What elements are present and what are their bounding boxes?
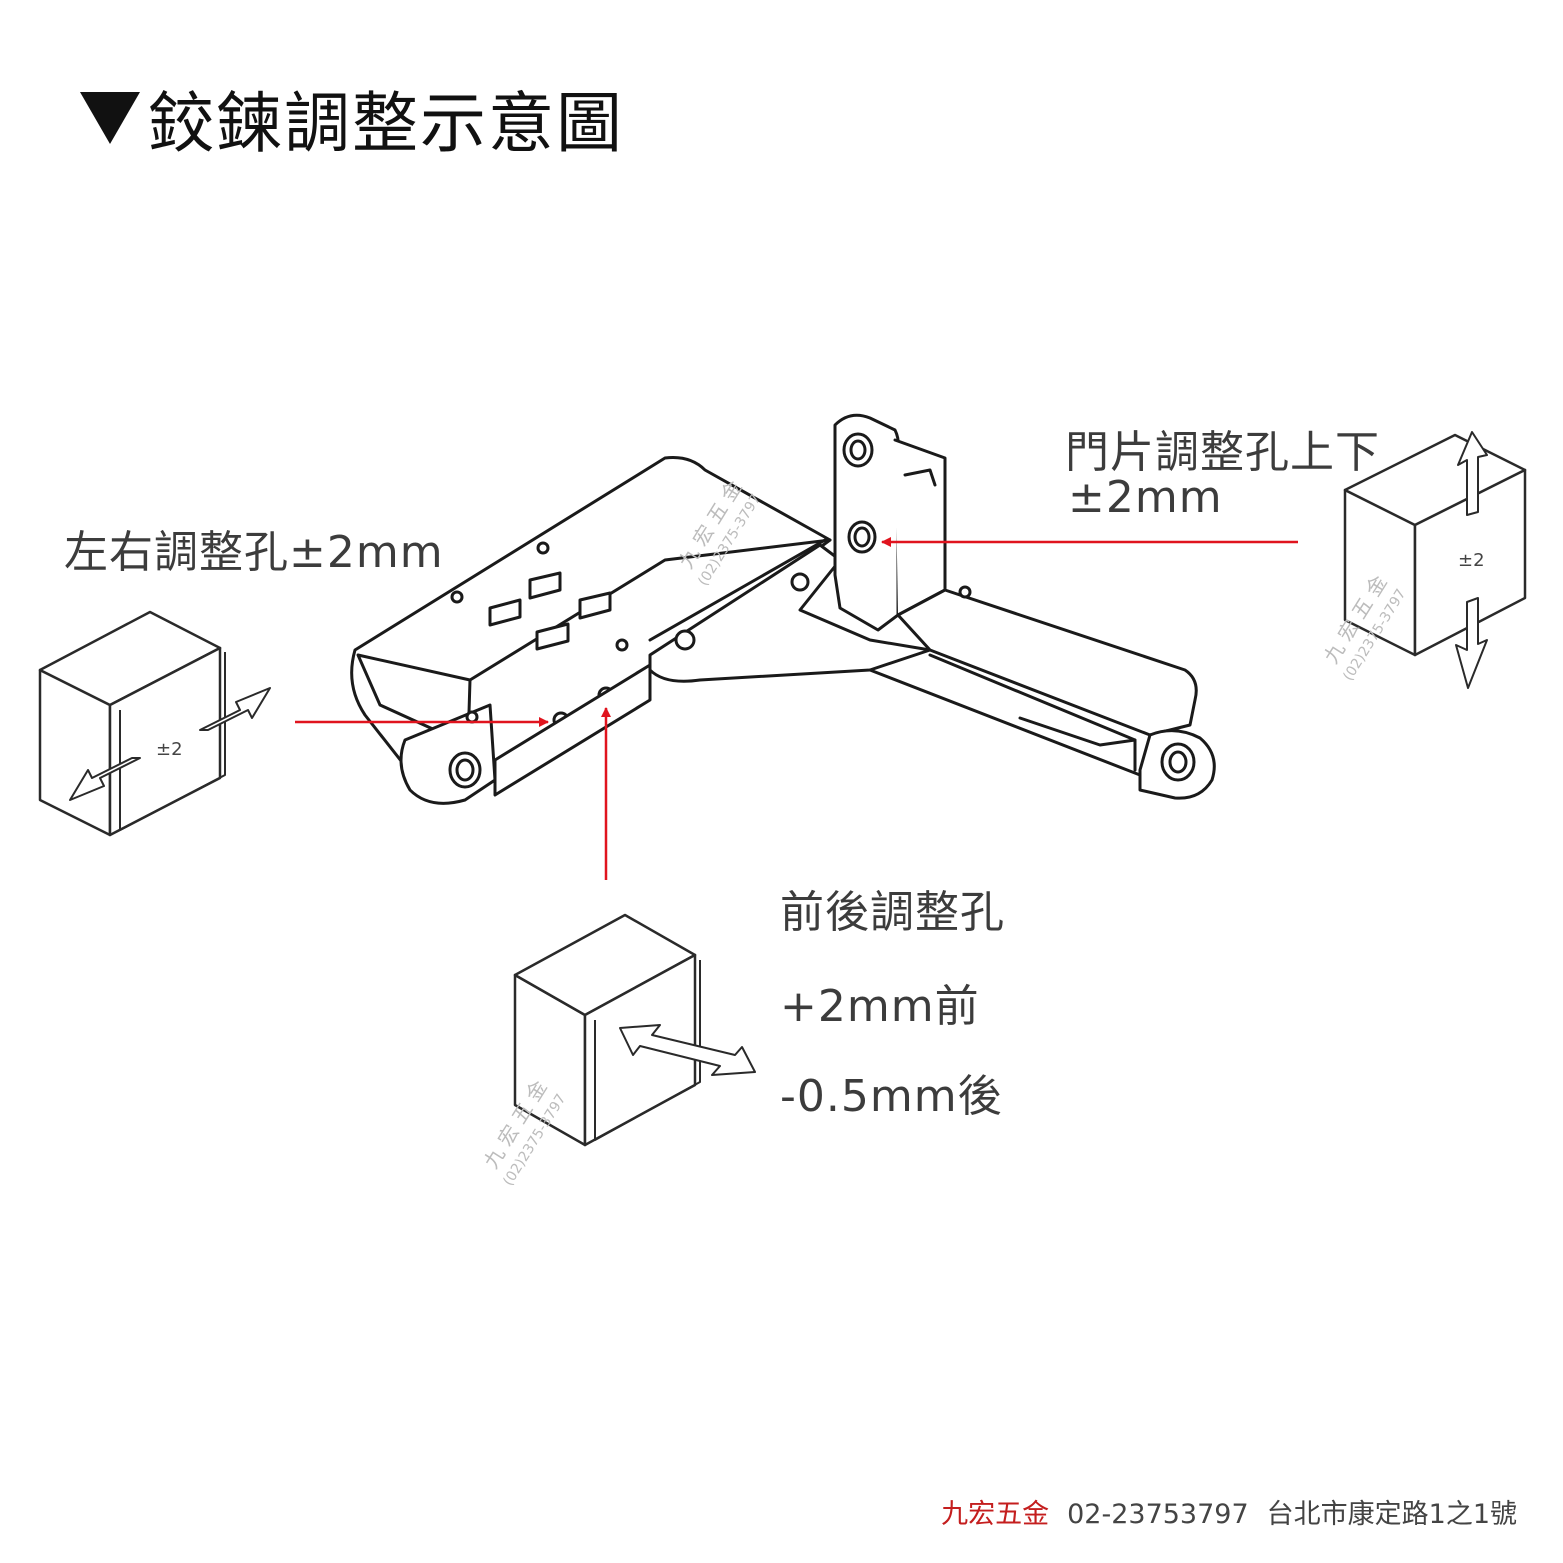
watermark-3: 九 宏 五 金 (02)2375-3797 (479, 1076, 570, 1189)
footer-address: 台北市康定路1之1號 (1266, 1499, 1517, 1530)
label-front-back-title: 前後調整孔 (780, 887, 1005, 938)
hinge-drawing (350, 413, 1216, 805)
cube-front-back (513, 913, 756, 1147)
arrow-right-icon (199, 687, 271, 731)
page-title: 鉸鍊調整示意圖 (80, 70, 624, 166)
arrow-down-icon (1455, 597, 1488, 689)
label-front-value: +2mm前 (780, 981, 980, 1032)
arrow-up-icon (1457, 431, 1488, 516)
footer-phone: 02-23753797 (1067, 1499, 1249, 1530)
label-left-right: 左右調整孔±2mm (64, 527, 444, 578)
arrow-left-icon (69, 757, 141, 801)
triangle-down-icon (80, 92, 140, 144)
hinge-long-arm (896, 588, 1198, 737)
base-slots (488, 571, 612, 651)
arrow-front-back-icon (619, 1024, 756, 1076)
page-title-text: 鉸鍊調整示意圖 (148, 85, 624, 162)
red-arrows (295, 537, 1298, 880)
footer-brand: 九宏五金 (941, 1499, 1050, 1530)
label-door-up-down-2: ±2mm (1068, 472, 1223, 523)
label-back-value: -0.5mm後 (780, 1071, 1003, 1122)
cube-left-right (38, 610, 271, 837)
hinge-link-arm (648, 543, 932, 683)
left-cube-label: ±2 (156, 739, 183, 760)
cube-up-down (1343, 431, 1527, 689)
footer: 九宏五金 02-23753797 台北市康定路1之1號 (941, 1492, 1517, 1531)
label-door-up-down-1: 門片調整孔上下 (1065, 427, 1380, 478)
right-cube-label: ±2 (1458, 550, 1485, 571)
